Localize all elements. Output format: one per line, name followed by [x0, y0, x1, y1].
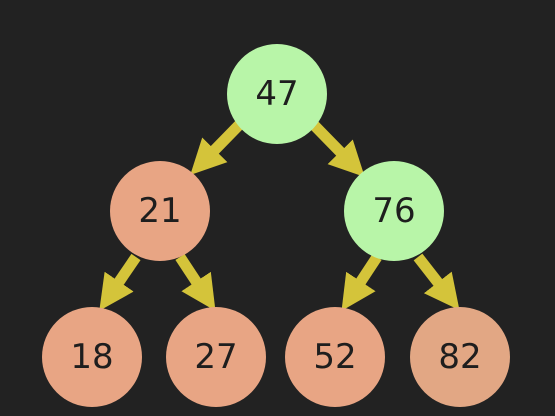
tree-node-right: 76	[344, 161, 444, 261]
edge-47-to-21	[190, 120, 244, 176]
node-value: 52	[313, 337, 356, 377]
tree-node-left-right: 27	[166, 307, 266, 407]
node-value: 27	[194, 337, 237, 377]
node-value: 47	[255, 74, 298, 114]
node-value: 21	[138, 191, 181, 231]
tree-node-right-left: 52	[285, 307, 385, 407]
tree-node-right-right: 82	[410, 307, 510, 407]
edge-21-to-27	[175, 253, 216, 311]
tree-node-left-left: 18	[42, 307, 142, 407]
tree-node-left: 21	[110, 161, 210, 261]
edge-47-to-76	[309, 120, 365, 178]
edge-21-to-18	[99, 253, 141, 311]
node-value: 82	[438, 337, 481, 377]
edge-76-to-82	[413, 253, 460, 311]
tree-node-root: 47	[227, 44, 327, 144]
edge-76-to-52	[341, 253, 382, 311]
node-value: 76	[372, 191, 415, 231]
node-value: 18	[70, 337, 113, 377]
